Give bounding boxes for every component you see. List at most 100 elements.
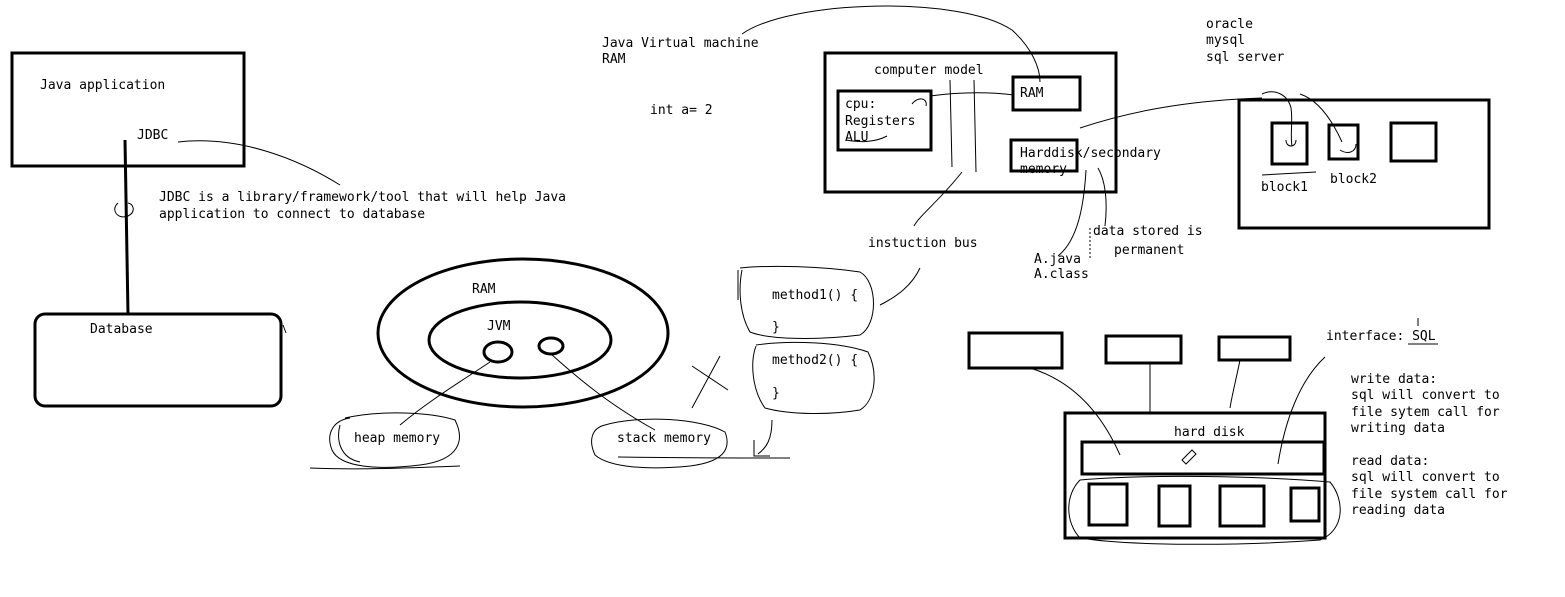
alu-label: ALU <box>845 130 869 145</box>
block1-underline <box>1261 171 1317 176</box>
stack-memory-label: stack memory <box>617 431 711 446</box>
stack-memory-scribble <box>591 418 791 469</box>
write-data-line-3: file sytem call for <box>1351 405 1500 420</box>
hard-disk-label: hard disk <box>1174 425 1245 440</box>
int-declaration-label: int a= 2 <box>650 103 713 118</box>
sql-server-label: sql server <box>1206 50 1285 65</box>
a-class-label: A.class <box>1034 267 1089 282</box>
java-application-box <box>10 51 246 168</box>
mysql-label: mysql <box>1206 33 1246 48</box>
block1-label: block1 <box>1261 180 1308 195</box>
heap-connector <box>399 361 491 426</box>
read-data-line-1: read data: <box>1351 454 1430 469</box>
harddisk-to-data-connector <box>1097 167 1107 227</box>
method1-close-label: } <box>772 320 780 335</box>
bus-line-1 <box>949 79 953 168</box>
java-application-label: Java application <box>40 78 166 93</box>
interface-sql-label: interface: SQL <box>1326 329 1436 344</box>
disk-square-2 <box>1157 484 1192 528</box>
instruction-bus-label: instuction bus <box>868 236 978 251</box>
write-data-line-1: write data: <box>1351 372 1438 387</box>
jvm-title-line-1: Java Virtual machine <box>602 36 759 51</box>
computer-model-label: computer model <box>874 63 984 78</box>
top-box-2 <box>1104 334 1183 365</box>
method2-open-label: method2() { <box>772 353 859 368</box>
top-box-1 <box>967 331 1064 370</box>
registers-label: Registers <box>845 114 916 129</box>
method1-open-label: method1() { <box>772 288 859 303</box>
write-data-line-4: writing data <box>1351 421 1445 436</box>
stack-circle <box>537 336 565 356</box>
data-stored-label-line-1: data stored is <box>1093 224 1203 239</box>
block1-mark <box>1285 139 1297 147</box>
write-data-line-2: sql will convert to <box>1351 388 1500 403</box>
method1-scribble <box>737 265 874 339</box>
oracle-label: oracle <box>1206 17 1253 32</box>
oracle-to-block1-connector <box>1261 91 1293 147</box>
data-stored-label-line-2: permanent <box>1114 243 1185 258</box>
ram-ellipse <box>376 257 670 409</box>
cpu-box <box>836 89 933 152</box>
block2-square <box>1327 123 1360 161</box>
block2-label: block2 <box>1330 172 1377 187</box>
cross-mark <box>691 355 729 409</box>
harddisk-box <box>1009 138 1079 173</box>
stack-connector <box>550 353 656 431</box>
database-box <box>33 312 283 408</box>
arrow-mark <box>753 419 773 457</box>
ram-box <box>1011 75 1082 112</box>
top-box-3 <box>1217 335 1292 362</box>
database-tick <box>282 324 287 334</box>
heap-memory-label: heap memory <box>354 431 441 446</box>
disk-square-4 <box>1289 486 1321 523</box>
block3-square <box>1389 121 1438 163</box>
method1-connector <box>879 267 921 306</box>
hard-disk-bar <box>1080 440 1326 476</box>
ram-box-label: RAM <box>1020 86 1044 101</box>
blocks-container-box <box>1237 98 1491 230</box>
read-data-line-4: reading data <box>1351 503 1445 518</box>
box3-to-disk-connector <box>1229 359 1241 409</box>
harddisk-label-line-1: Harddisk/secondary <box>1020 146 1161 161</box>
jdbc-desc-connector <box>177 140 341 186</box>
cpu-label: cpu: <box>845 97 877 112</box>
read-data-line-2: sql will convert to <box>1351 470 1500 485</box>
harddisk-to-files-connector <box>1057 169 1087 257</box>
method2-scribble <box>752 341 875 414</box>
disk-squares-scribble <box>1068 475 1341 545</box>
read-data-line-3: file system call for <box>1351 487 1508 502</box>
disk-square-3 <box>1218 484 1266 528</box>
ram-ellipse-label: RAM <box>472 282 496 297</box>
database-label: Database <box>90 322 153 337</box>
bus-line-2 <box>973 79 977 173</box>
jvm-ellipse <box>427 300 613 380</box>
bus-to-instruction-connector <box>913 171 963 227</box>
box-to-oracle-connector <box>1079 97 1263 129</box>
jdbc-description-line-2: application to connect to database <box>159 207 426 222</box>
heap-memory-scribble <box>309 412 461 470</box>
method2-close-label: } <box>772 386 780 401</box>
jvm-title-connector <box>741 5 1041 83</box>
jvm-title-line-2: RAM <box>602 52 626 67</box>
jdbc-description-line-1: JDBC is a library/framework/tool that wi… <box>159 190 566 205</box>
block2-mark <box>1339 143 1357 153</box>
a-java-label: A.java <box>1034 252 1081 267</box>
sql-to-bar-connector <box>1277 356 1326 465</box>
computer-model-box <box>823 51 1118 194</box>
alu-underline <box>845 135 888 143</box>
box1-to-bar-connector <box>1029 367 1121 456</box>
harddisk-label-line-2: memory <box>1020 162 1067 177</box>
block1-square <box>1270 121 1309 166</box>
jdbc-label: JDBC <box>137 128 169 143</box>
pencil-mark <box>1181 449 1197 465</box>
jvm-label: JVM <box>487 319 511 334</box>
disk-square-1 <box>1087 482 1129 527</box>
bus-to-ram-line <box>929 92 1015 97</box>
jdbc-loop-mark <box>114 202 134 218</box>
heap-circle <box>482 340 514 364</box>
oracle-to-block2-connector <box>1299 93 1343 143</box>
jdbc-link-line <box>123 139 130 316</box>
cpu-mark <box>911 98 927 107</box>
